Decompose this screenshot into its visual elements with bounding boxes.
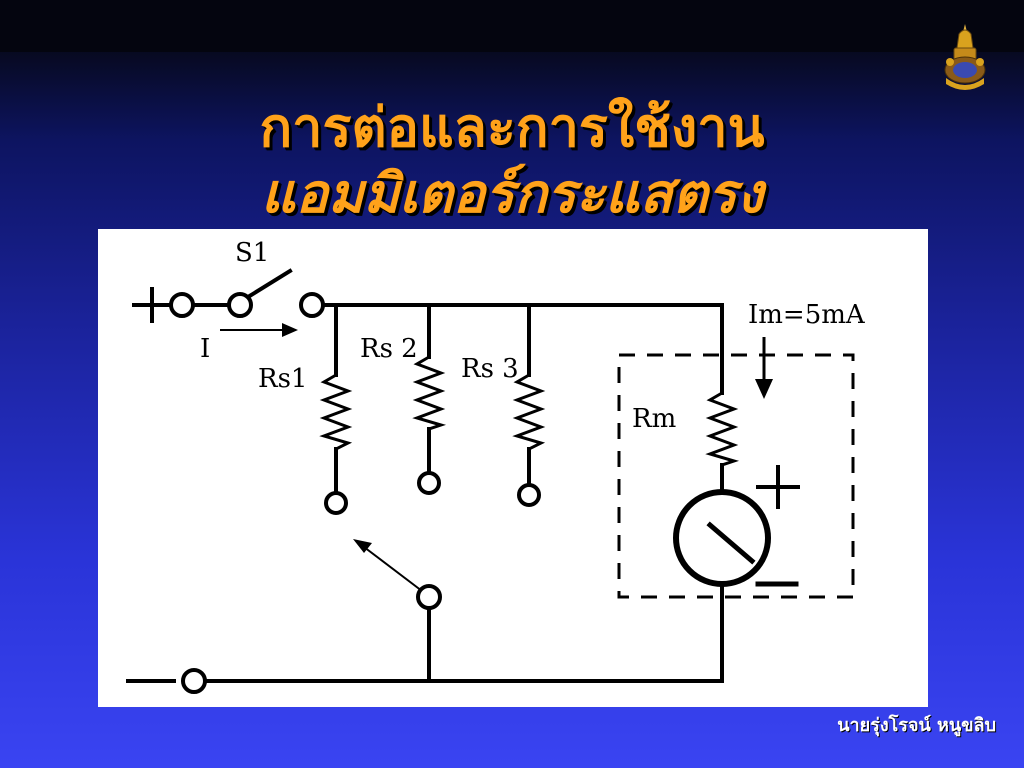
terminal-plus (169, 292, 195, 318)
shunt-tap-1 (324, 491, 348, 515)
resistor-rs3 (512, 372, 546, 452)
selector-arrow (353, 539, 372, 553)
slide-title-line-2: แอมมิเตอร์กระแสตรง (260, 161, 764, 225)
meter-enclosure (617, 353, 855, 599)
switch-label: S1 (235, 238, 269, 268)
shunt-label-2: Rs 2 (360, 334, 418, 364)
shunt-label-3: Rs 3 (461, 354, 519, 384)
meter-resistor-label: Rm (632, 404, 676, 434)
resistor-rm (705, 390, 740, 467)
resistor-rs2 (412, 354, 447, 431)
author-credit: นายรุ่งโรจน์ หนูขลิบ (837, 715, 996, 736)
current-direction-arrow (282, 323, 298, 337)
current-label: I (200, 334, 210, 364)
selector-pivot (416, 584, 442, 610)
top-band (0, 0, 1024, 52)
switch-terminal-a (227, 292, 253, 318)
resistor-rs1 (319, 372, 353, 452)
shunt-tap-2 (417, 471, 441, 495)
circuit-svg: S1 I Rs1 Rs 2 Rs 3 Rm Im=5mA (126, 238, 866, 694)
ammeter-circuit-diagram: S1 I Rs1 Rs 2 Rs 3 Rm Im=5mA (98, 229, 928, 707)
royal-emblem-icon (944, 24, 986, 90)
meter-current-arrow (755, 379, 773, 399)
switch-s1-blade (245, 268, 293, 300)
shunt-label-1: Rs1 (258, 364, 307, 394)
shunt-tap-3 (517, 483, 541, 507)
switch-terminal-b (299, 292, 325, 318)
slide-title-line-1: การต่อและการใช้งาน (259, 95, 765, 159)
terminal-minus (181, 668, 207, 694)
meter-current-label: Im=5mA (748, 300, 866, 330)
